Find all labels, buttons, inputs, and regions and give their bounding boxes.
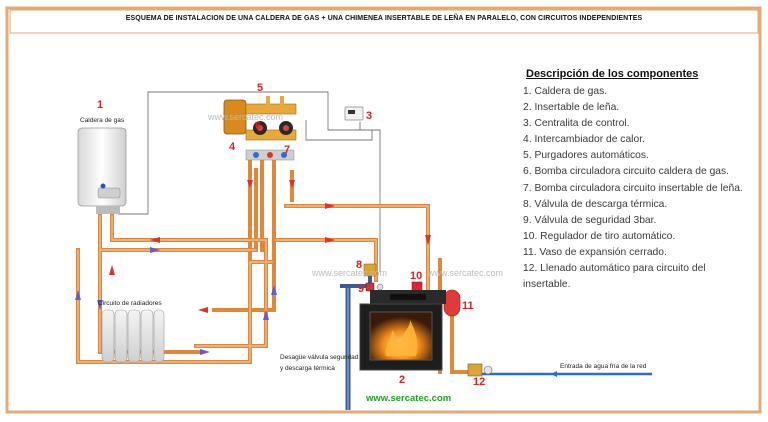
- arrow-blue-2: [200, 349, 210, 355]
- number-9: 9: [358, 283, 365, 295]
- arrow-blue-1: [150, 247, 160, 253]
- cold-water-label: Entrada de agua fría de la red: [560, 363, 647, 370]
- arrow-red-4: [198, 307, 208, 313]
- number-5: 5: [257, 82, 264, 94]
- legend-item: 8. Válvula de descarga térmica.: [523, 198, 668, 210]
- arrow-red-7: [289, 180, 295, 188]
- cold-water-arrow: [551, 371, 557, 377]
- legend-item: 5. Purgadores automáticos.: [523, 150, 649, 162]
- website-url: www.sercatec.com: [366, 393, 452, 404]
- number-8: 8: [356, 259, 363, 271]
- legend-item: 6. Bomba circuladora circuito caldera de…: [523, 166, 730, 178]
- number-6: 6: [255, 120, 262, 132]
- expansion-vessel: [443, 289, 461, 317]
- legend-item: 9. Válvula de seguridad 3bar.: [523, 214, 657, 226]
- watermark: www.sercatec.com: [312, 268, 388, 278]
- arrow-red-3: [325, 203, 335, 209]
- arrow-red-8: [247, 180, 253, 188]
- number-4: 4: [229, 141, 236, 153]
- legend-item: 12. Llenado automático para circuito del: [523, 263, 706, 275]
- arrow-blue-6: [75, 290, 81, 300]
- number-11: 11: [462, 300, 474, 312]
- legend-item: 1. Caldera de gas.: [523, 86, 608, 97]
- drain-label-line1: Desagüe válvula seguridad: [280, 354, 359, 361]
- arrow-blue-5: [263, 310, 269, 320]
- frame-border: [5, 6, 762, 414]
- watermark: www.sercatec.com: [428, 268, 504, 278]
- number-3: 3: [366, 110, 373, 122]
- arrow-red-2: [325, 237, 335, 243]
- control-wiring: [118, 91, 381, 272]
- safety-valves: [363, 263, 384, 292]
- number-10: 10: [410, 270, 423, 282]
- filling-valve: [467, 363, 493, 377]
- watermark: www.sercatec.com: [208, 112, 284, 122]
- arrow-red-5: [109, 265, 115, 275]
- components-legend: Descripción de los componentes 1. Calder…: [520, 68, 760, 293]
- arrow-blue-3: [97, 300, 103, 310]
- number-1: 1: [97, 99, 104, 111]
- legend-item: 4. Intercambiador de calor.: [523, 134, 645, 146]
- radiators-label: Circuito de radiadores: [98, 300, 162, 307]
- heat-exchanger-assembly: [223, 96, 297, 161]
- legend-item: 2. Insertable de leña.: [523, 102, 620, 114]
- boiler-label: Caldera de gas: [80, 117, 125, 124]
- number-2: 2: [399, 374, 406, 386]
- arrow-blue-4: [271, 285, 277, 295]
- legend-item: 3. Centralita de control.: [523, 118, 630, 130]
- arrow-red-6: [425, 235, 431, 245]
- diagram-title: ESQUEMA DE INSTALACION DE UNA CALDERA DE…: [125, 15, 643, 22]
- legend-item: 10. Regulador de tiro automático.: [523, 230, 676, 242]
- drain-label-line2: y descarga térmica: [280, 365, 335, 372]
- title-bar: [9, 9, 759, 34]
- control-unit: [344, 106, 364, 121]
- legend-item: 7. Bomba circuladora circuito insertable…: [523, 182, 743, 194]
- number-7: 7: [284, 144, 291, 156]
- flow-arrows: [75, 180, 431, 355]
- legend-list: 1. Caldera de gas. 2. Insertable de leña…: [520, 84, 760, 293]
- number-12: 12: [473, 376, 486, 388]
- gas-boiler: [77, 127, 127, 214]
- radiator: [101, 309, 165, 363]
- legend-heading: Descripción de los componentes: [526, 68, 699, 80]
- legend-item: insertable.: [523, 279, 571, 291]
- wood-insert: [359, 290, 446, 371]
- arrow-red-1: [150, 237, 160, 243]
- legend-item: 11. Vaso de expansión cerrado.: [523, 246, 667, 258]
